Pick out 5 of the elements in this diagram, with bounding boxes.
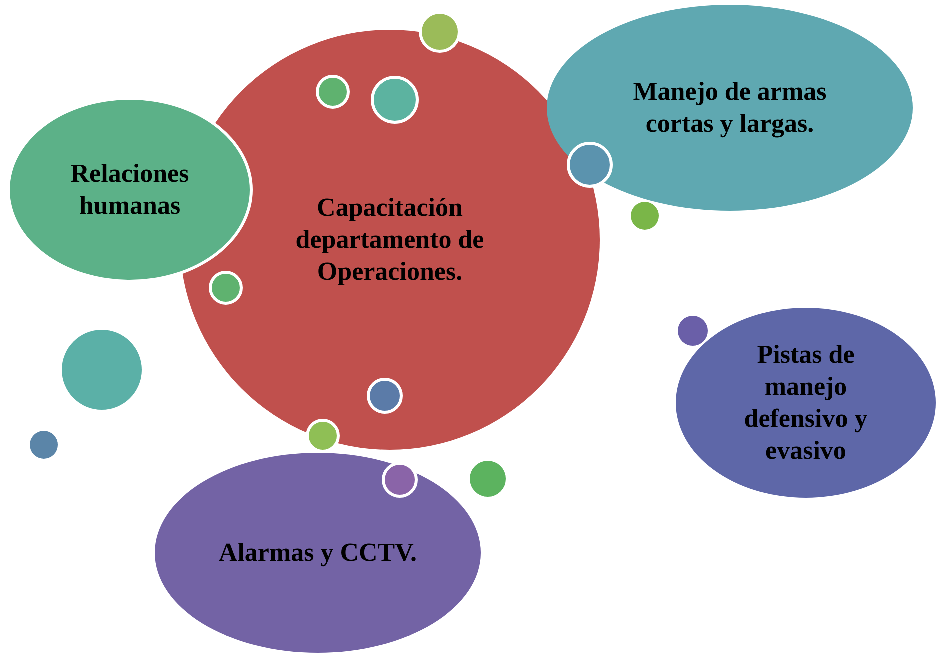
- bubble-label: Capacitación departamento de Operaciones.: [294, 192, 486, 288]
- bubble-label: Pistas de manejo defensivo y evasivo: [743, 339, 869, 467]
- bubble-label: Alarmas y CCTV.: [218, 537, 418, 569]
- bubble-label: Manejo de armas cortas y largas.: [632, 76, 828, 140]
- bubble-label: Relaciones humanas: [70, 158, 190, 222]
